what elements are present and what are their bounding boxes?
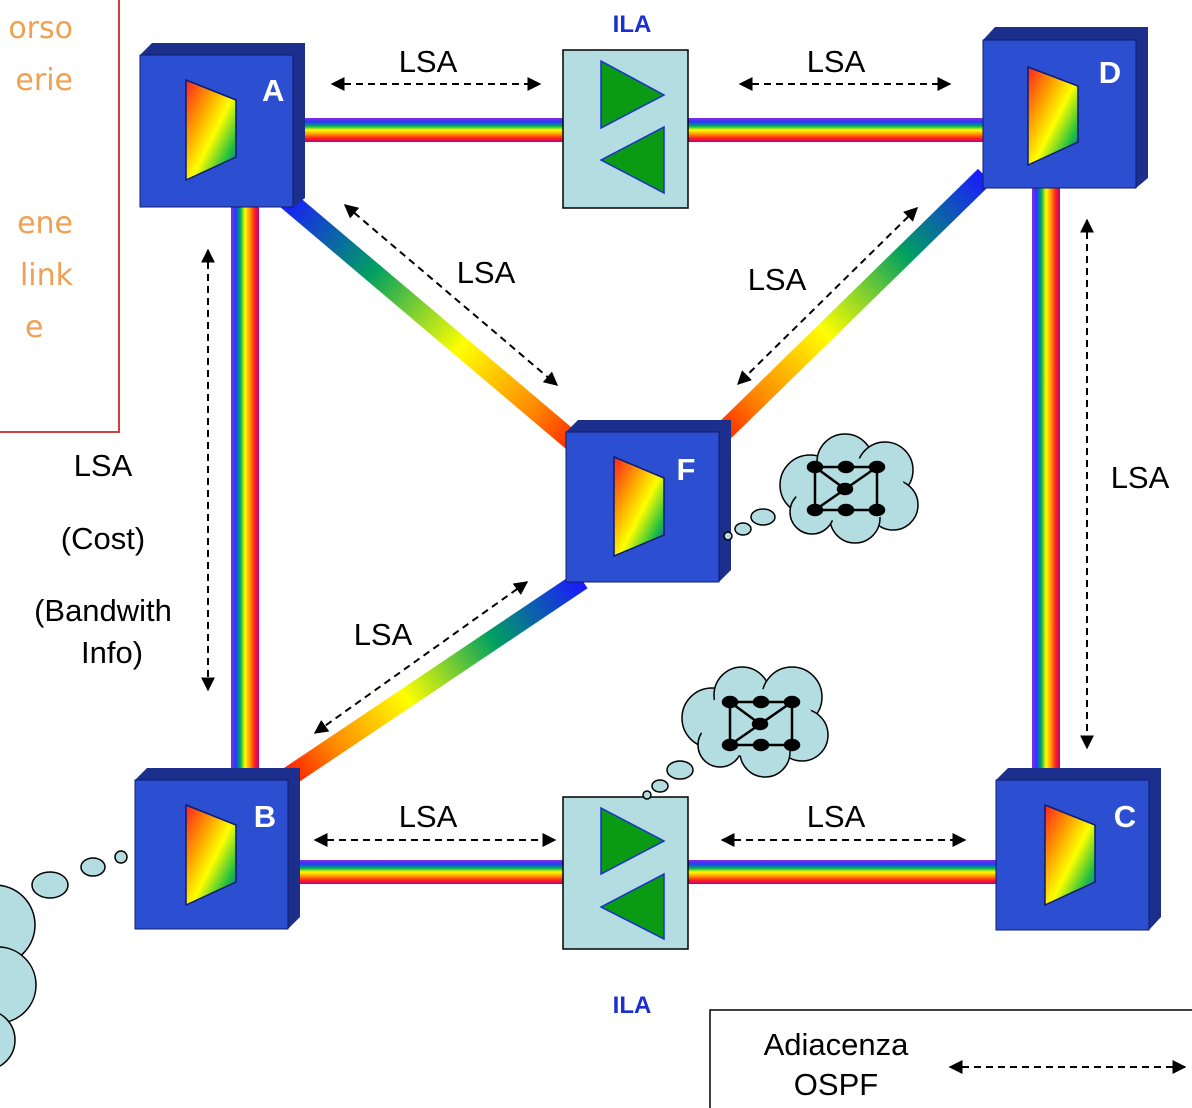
lsa-label-diag-bf: LSA xyxy=(354,617,413,652)
amplifier-triangle-icon xyxy=(599,872,665,941)
notes-box: orso erie ene link e xyxy=(0,0,120,433)
legend: Adiacenza OSPF xyxy=(709,1009,1192,1108)
topology-icon xyxy=(806,460,886,517)
node-b: B xyxy=(134,768,300,930)
node-d-label: D xyxy=(1099,55,1121,90)
lsa-label-bottom-right: LSA xyxy=(807,799,866,834)
node-a-label: A xyxy=(262,73,284,108)
arrow-b-f xyxy=(313,581,529,734)
amplifier-triangle-icon xyxy=(600,59,666,130)
lsa-label-diag-af: LSA xyxy=(457,255,516,290)
legend-label-line-2: OSPF xyxy=(794,1067,878,1102)
node-f-label: F xyxy=(677,452,696,487)
link-d-c xyxy=(1032,178,1060,770)
prism-icon xyxy=(185,78,237,182)
link-b-f xyxy=(281,571,588,787)
notes-line-2: erie xyxy=(15,63,73,98)
prism-icon xyxy=(613,455,665,558)
lsa-label-right: LSA xyxy=(1111,460,1170,495)
notes-line-3: ene xyxy=(17,206,73,241)
node-b-label: B xyxy=(254,799,276,834)
arrow-f-d xyxy=(737,207,918,385)
arrow-a-f xyxy=(343,204,559,386)
thought-cloud-f xyxy=(723,433,919,544)
link-a-b xyxy=(231,195,259,770)
node-c-label: C xyxy=(1114,799,1136,834)
node-d: D xyxy=(982,27,1148,189)
thought-cloud-b xyxy=(0,850,128,1067)
lsa-label-bottom-left: LSA xyxy=(399,799,458,834)
adjacency-arrows xyxy=(201,77,1094,847)
prism-icon xyxy=(1044,803,1096,907)
amplifier-triangle-icon xyxy=(600,806,666,876)
ila-top-label: ILA xyxy=(613,11,652,38)
lsa-label-top-right: LSA xyxy=(807,44,866,79)
lsa-label-left: LSA xyxy=(74,448,133,483)
link-f-d xyxy=(708,168,992,448)
lsa-label-top-left: LSA xyxy=(399,44,458,79)
amplifier-triangle-icon xyxy=(599,125,665,195)
node-f: F xyxy=(565,420,731,583)
thought-cloud-ila xyxy=(642,666,829,800)
ila-bottom: ILA xyxy=(562,796,689,1019)
info-label: Info) xyxy=(81,635,143,670)
topology-icon xyxy=(721,695,801,752)
lsa-label-diag-fd: LSA xyxy=(748,262,807,297)
node-c: C xyxy=(995,768,1161,931)
notes-line-1: orso xyxy=(8,11,73,46)
bandwidth-label: (Bandwith xyxy=(34,593,172,628)
ila-top: ILA xyxy=(562,11,689,209)
notes-line-4: link xyxy=(20,258,74,293)
cost-label: (Cost) xyxy=(61,521,145,556)
node-a: A xyxy=(139,43,305,208)
notes-line-5: e xyxy=(25,310,43,345)
legend-label-line-1: Adiacenza xyxy=(764,1027,910,1062)
prism-icon xyxy=(185,803,237,907)
link-a-f xyxy=(278,190,585,454)
ila-bottom-label: ILA xyxy=(613,992,652,1019)
prism-icon xyxy=(1027,65,1079,167)
